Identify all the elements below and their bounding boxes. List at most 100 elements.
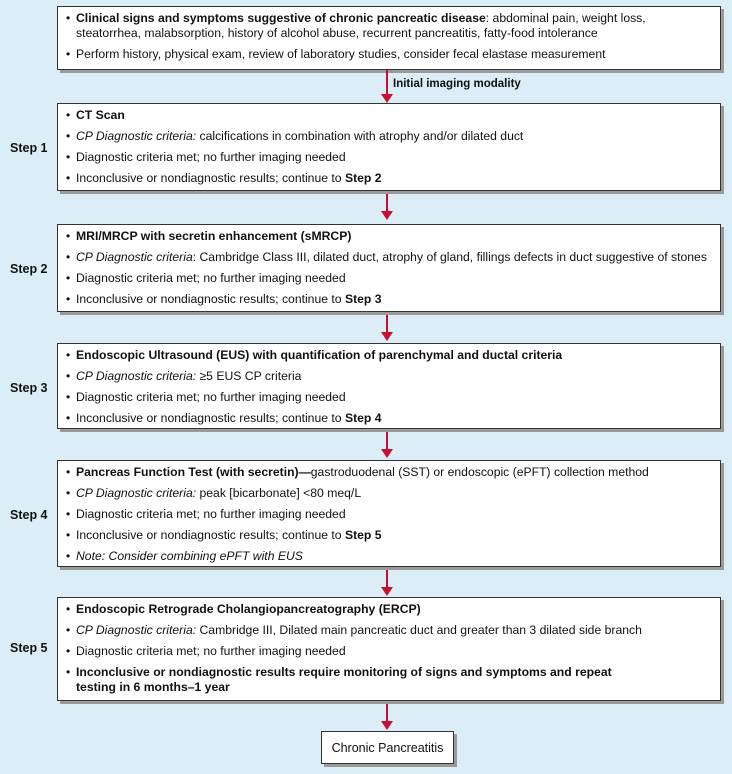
criteria-label: CP Diagnostic criteria: [76, 486, 197, 500]
step-3-title: Endoscopic Ultrasound (EUS) with quantif… [76, 348, 563, 362]
step-3-box: • Endoscopic Ultrasound (EUS) with quanti… [57, 343, 721, 429]
bullet: • [66, 411, 71, 425]
initial-imaging-label: Initial imaging modality [393, 78, 521, 90]
criteria-line: •CP Diagnostic criteria: calcifications … [66, 129, 712, 144]
met-line: • Diagnostic criteria met; no further ima… [66, 150, 712, 165]
intro-symptoms: : abdominal pain, weight loss, steatorrh… [76, 11, 646, 40]
bullet: • [66, 665, 71, 679]
step-1-title: CT Scan [76, 108, 125, 122]
connector-4 [386, 568, 388, 588]
bullet: • [66, 623, 71, 637]
criteria-line: • CP Diagnostic criteria: ≥5 EUS CP crite… [66, 369, 712, 384]
intro-line-1: • Clinical signs and symptoms suggestive… [66, 11, 712, 41]
met-text: Diagnostic criteria met; no further imag… [76, 390, 346, 404]
bullet: • [66, 271, 71, 285]
intro-heading: Clinical signs and symptoms suggestive o… [76, 11, 486, 25]
bullet: • [66, 369, 71, 383]
outcome-box: Chronic Pancreatitis [321, 731, 454, 764]
step-5-title: Endoscopic Retrograde Cholangiopancreato… [76, 602, 421, 616]
bullet: • [66, 150, 71, 164]
step-title: • Pancreas Function Test (with secretin)—… [66, 465, 712, 480]
met-line: •Diagnostic criteria met; no further ima… [66, 507, 712, 522]
next-step-ref: Step 5 [344, 528, 382, 542]
step-title: • Endoscopic Retrograde Cholangiopancreat… [66, 602, 712, 617]
intro-workup: Perform history, physical exam, review o… [76, 47, 606, 61]
criteria-text: ≥5 EUS CP criteria [196, 369, 302, 383]
criteria-label: CP Diagnostic criteria: [76, 623, 197, 637]
step-2-box: • MRI/MRCP with secretin enhancement (sMR… [57, 224, 721, 312]
criteria-line: • CP Diagnostic criteria: Cambridge Class… [66, 250, 712, 265]
bullet: • [66, 250, 71, 264]
criteria-label: CP Diagnostic criteria: [76, 369, 197, 383]
bullet: • [66, 47, 71, 61]
criteria-label: CP Diagnostic criteria [76, 250, 193, 264]
bullet: • [66, 528, 71, 542]
step-label-2: Step 2 [10, 262, 48, 276]
bullet: • [66, 129, 71, 143]
connector-2 [386, 313, 388, 333]
note-line: • Note: Consider combining ePFT with EUS [66, 549, 712, 564]
step-title: • Endoscopic Ultrasound (EUS) with quanti… [66, 348, 712, 363]
met-text: Diagnostic criteria met; no further imag… [76, 507, 346, 521]
inconclusive-text: Inconclusive or nondiagnostic results; c… [76, 171, 345, 185]
arrowhead-2 [381, 332, 393, 341]
step-4-title: Pancreas Function Test (with secretin)— [76, 465, 311, 479]
criteria-line: • CP Diagnostic criteria: Cambridge III, … [66, 623, 712, 638]
bullet: • [66, 292, 71, 306]
intro-box: • Clinical signs and symptoms suggestive… [57, 6, 721, 70]
connector-5 [386, 702, 388, 722]
final-line: • Inconclusive or nondiagnostic results r… [66, 665, 712, 695]
final-text: Inconclusive or nondiagnostic results re… [76, 665, 612, 694]
criteria-text: Cambridge III, Dilated main pancreatic d… [196, 623, 642, 637]
arrowhead-5 [381, 721, 393, 730]
inconclusive-line: • Inconclusive or nondiagnostic results; … [66, 292, 712, 307]
step-title: • MRI/MRCP with secretin enhancement (sMR… [66, 229, 712, 244]
outcome-label: Chronic Pancreatitis [331, 740, 444, 755]
criteria-text: : Cambridge Class III, dilated duct, atr… [192, 250, 707, 264]
step-label-3: Step 3 [10, 381, 48, 395]
bullet: • [66, 486, 71, 500]
step-5-box: • Endoscopic Retrograde Cholangiopancreat… [57, 597, 721, 701]
bullet: • [66, 602, 71, 616]
arrowhead-1 [381, 211, 393, 220]
next-step-ref: Step 3 [344, 292, 382, 306]
intro-line-2: • Perform history, physical exam, review… [66, 47, 712, 62]
met-line: • Diagnostic criteria met; no further ima… [66, 644, 712, 659]
inconclusive-line: • Inconclusive or nondiagnostic results; … [66, 171, 712, 186]
step-label-1: Step 1 [10, 141, 48, 155]
bullet: • [66, 549, 71, 563]
bullet: • [66, 171, 71, 185]
step-label-4: Step 4 [10, 508, 48, 522]
met-text: Diagnostic criteria met; no further imag… [76, 644, 346, 658]
step-1-box: •CT Scan •CP Diagnostic criteria: calcif… [57, 103, 721, 191]
inconclusive-line: •Inconclusive or nondiagnostic results; … [66, 411, 712, 426]
criteria-text: peak [bicarbonate] <80 meq/L [196, 486, 362, 500]
met-text: Diagnostic criteria met; no further imag… [76, 271, 346, 285]
step-2-title: MRI/MRCP with secretin enhancement (sMRC… [76, 229, 352, 243]
bullet: • [66, 108, 71, 122]
met-text: Diagnostic criteria met; no further imag… [76, 150, 346, 164]
step-title: • CT Scan [66, 108, 712, 123]
met-line: •Diagnostic criteria met; no further ima… [66, 390, 712, 405]
connector-1 [386, 192, 388, 212]
step-4-title-rest: gastroduodenal (SST) or endoscopic (ePFT… [310, 465, 649, 479]
step-4-box: • Pancreas Function Test (with secretin)—… [57, 460, 721, 567]
arrowhead-0 [381, 94, 393, 103]
connector-3 [386, 430, 388, 450]
connector-0 [386, 70, 388, 94]
inconclusive-text: Inconclusive or nondiagnostic results; c… [76, 528, 345, 542]
bullet: • [66, 229, 71, 243]
met-line: • Diagnostic criteria met; no further ima… [66, 271, 712, 286]
criteria-line: • CP Diagnostic criteria: peak [bicarbona… [66, 486, 712, 501]
next-step-ref: Step 4 [344, 411, 382, 425]
note-text: Note: Consider combining ePFT with EUS [76, 549, 303, 563]
bullet: • [66, 465, 71, 479]
next-step-ref: Step 2 [344, 171, 382, 185]
criteria-label: CP Diagnostic criteria: [76, 129, 197, 143]
bullet: • [66, 348, 71, 362]
inconclusive-line: • Inconclusive or nondiagnostic results; … [66, 528, 712, 543]
inconclusive-text: Inconclusive or nondiagnostic results; c… [76, 292, 345, 306]
step-label-5: Step 5 [10, 641, 48, 655]
arrowhead-4 [381, 587, 393, 596]
bullet: • [66, 644, 71, 658]
